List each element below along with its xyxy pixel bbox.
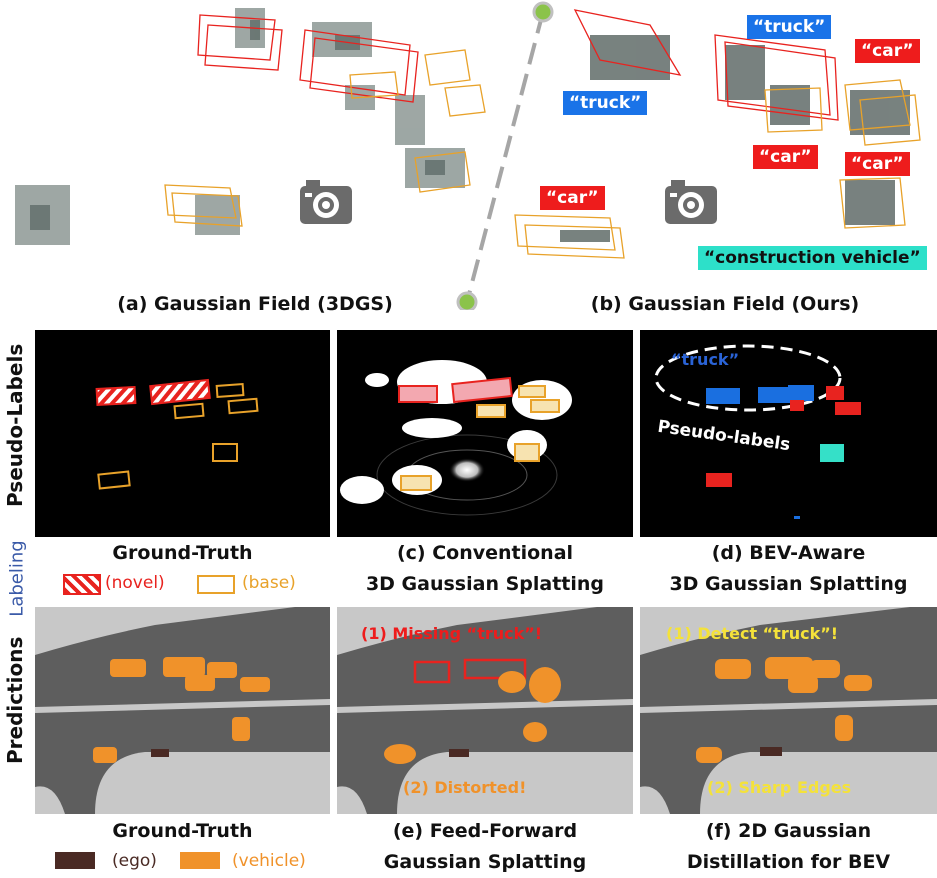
tag-car-2: “car” — [753, 145, 818, 169]
panel-bev-aware-3dgs — [640, 330, 937, 537]
tag-car-4: “car” — [540, 186, 605, 210]
panel-gt-prediction — [35, 607, 330, 814]
f-note-sharp: (2) Sharp Edges — [707, 778, 852, 797]
d-truck-label: “truck” — [671, 350, 740, 369]
panel-2d-gaussian-distillation — [640, 607, 937, 814]
tag-truck-top: “truck” — [747, 15, 832, 39]
caption-d-line2: 3D Gaussian Splatting — [669, 573, 908, 595]
legend-vehicle-swatch — [180, 852, 220, 869]
e-note-distorted: (2) Distorted! — [403, 778, 527, 797]
top-left-scene — [0, 0, 520, 280]
tag-truck-left: “truck” — [563, 91, 648, 115]
panel-gt-pseudo — [35, 330, 330, 537]
base-boxes — [97, 383, 259, 490]
legend-ego-label: (ego) — [112, 851, 157, 871]
legend-novel-label: (novel) — [105, 573, 165, 593]
panel-feed-forward-gs — [337, 607, 633, 814]
side-label-labeling: Labeling — [6, 540, 28, 617]
legend-vehicle-label: (vehicle) — [232, 851, 306, 871]
legend-ego-swatch — [55, 852, 95, 869]
tag-car-3: “car” — [845, 152, 910, 176]
legend-base-swatch — [197, 575, 235, 594]
caption-c-line1: (c) Conventional — [396, 542, 574, 564]
camera-icon — [300, 180, 352, 224]
caption-d-line1: (d) BEV-Aware — [711, 542, 866, 564]
truck-highlight-ellipse — [654, 344, 842, 412]
missing-truck-boxes — [413, 658, 527, 684]
side-label-pseudo: Pseudo-Labels — [3, 343, 27, 507]
camera-icon — [665, 180, 717, 224]
tag-construction-vehicle: “construction vehicle” — [698, 246, 927, 270]
tag-car-1: “car” — [855, 39, 920, 63]
panel-conventional-3dgs — [337, 330, 633, 537]
caption-gt-1: Ground-Truth — [112, 542, 253, 564]
legend-novel-swatch — [63, 574, 101, 595]
novel-boxes — [95, 378, 211, 407]
divider-line — [456, 1, 554, 310]
caption-e-line1: (e) Feed-Forward — [392, 820, 578, 842]
legend-base-label: (base) — [242, 573, 296, 593]
gaussian-field-ours-illustration — [514, 9, 921, 259]
caption-b: (b) Gaussian Field (Ours) — [590, 293, 860, 315]
gaussian-field-3dgs-illustration — [15, 8, 486, 245]
caption-c-line2: 3D Gaussian Splatting — [365, 573, 605, 595]
e-note-missing: (1) Missing “truck”! — [361, 624, 543, 643]
caption-gt-2: Ground-Truth — [112, 820, 253, 842]
caption-e-line2: Gaussian Splatting — [383, 851, 587, 873]
caption-f-line2: Distillation for BEV — [686, 851, 891, 873]
truck-pseudo-boxes — [706, 385, 814, 404]
side-label-predictions: Predictions — [3, 636, 27, 764]
top-right-scene — [500, 0, 937, 280]
f-note-detect: (1) Detect “truck”! — [666, 624, 839, 643]
caption-f-line1: (f) 2D Gaussian — [705, 820, 872, 842]
caption-a: (a) Gaussian Field (3DGS) — [117, 293, 393, 315]
